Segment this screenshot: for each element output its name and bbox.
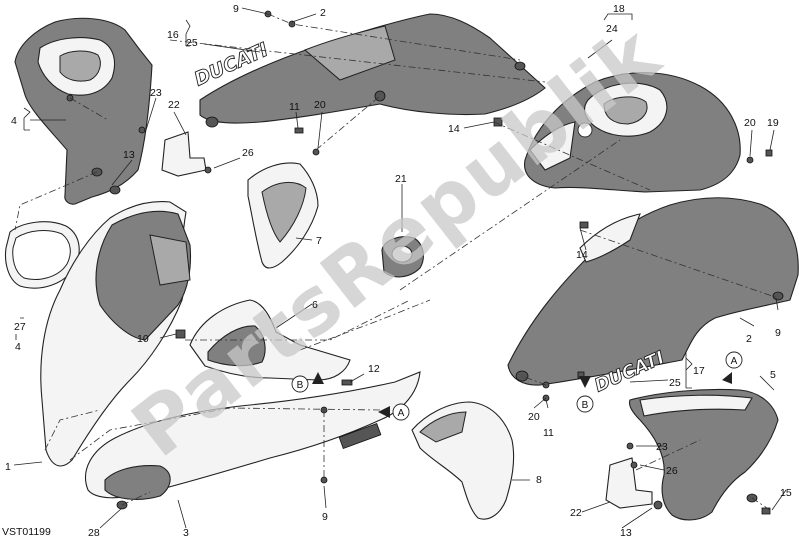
- callout-13: 13: [620, 527, 632, 539]
- callout-17: 17: [693, 365, 705, 377]
- marker-b-upper: B: [291, 372, 324, 393]
- callout-21: 21: [395, 173, 407, 185]
- callout-14: 14: [576, 249, 588, 261]
- side-cover-part-8: [411, 401, 515, 520]
- callout-22: 22: [570, 507, 582, 519]
- callout-11: 11: [543, 427, 554, 439]
- callout-7: 7: [316, 235, 322, 247]
- callout-14: 14: [448, 123, 460, 135]
- callout-26: 26: [242, 147, 254, 159]
- tank-side-panel-part-17: DUCATI: [507, 197, 799, 397]
- assembly-lines: [14, 13, 779, 511]
- tank-cover-part-18: [524, 72, 741, 193]
- callout-9: 9: [233, 3, 239, 15]
- callout-20: 20: [528, 411, 540, 423]
- callout-19: 19: [767, 117, 779, 129]
- svg-text:B: B: [297, 380, 304, 391]
- callout-8: 8: [536, 474, 542, 486]
- callout-26: 26: [666, 465, 678, 477]
- callout-25: 25: [186, 37, 198, 49]
- svg-text:B: B: [582, 400, 589, 411]
- callout-23: 23: [150, 87, 162, 99]
- callout-6: 6: [312, 299, 318, 311]
- nose-fairing-part-3: [84, 371, 421, 510]
- instrument-cover-part-4: [14, 17, 153, 205]
- callout-13: 13: [123, 149, 135, 161]
- callout-9: 9: [775, 327, 781, 339]
- callout-4: 4: [15, 341, 21, 353]
- diagram-code: VST01199: [2, 526, 51, 538]
- callout-12: 12: [368, 363, 380, 375]
- callout-1: 1: [5, 461, 11, 473]
- callout-24: 24: [606, 23, 618, 35]
- side-cover-part-5: [628, 388, 779, 521]
- callout-20: 20: [314, 99, 326, 111]
- callout-5: 5: [770, 369, 776, 381]
- callout-23: 23: [656, 441, 668, 453]
- callout-2: 2: [746, 333, 752, 345]
- svg-text:A: A: [398, 408, 405, 419]
- callout-3: 3: [183, 527, 189, 539]
- callout-18: 18: [613, 3, 625, 15]
- callout-16: 16: [167, 29, 179, 41]
- callout-2: 2: [320, 7, 326, 19]
- callout-15: 15: [780, 487, 792, 499]
- callout-25: 25: [669, 377, 681, 389]
- callout-28: 28: [88, 527, 100, 539]
- callout-9: 9: [322, 511, 328, 523]
- callout-10: 10: [137, 333, 149, 345]
- marker-b-lower: B: [576, 376, 594, 413]
- grommet-part-21: [381, 236, 424, 278]
- callout-11: 11: [289, 101, 300, 113]
- gasket-part-27: [4, 221, 80, 289]
- marker-a-right: A: [722, 351, 743, 384]
- svg-text:A: A: [731, 356, 738, 367]
- side-panel-part-7: [247, 162, 319, 269]
- marker-a-upper: A: [378, 403, 410, 421]
- callout-27: 27: [14, 321, 26, 333]
- callout-4: 4: [11, 115, 17, 127]
- front-fairing-part-1: [40, 201, 192, 467]
- bracket-part-22-upper: [161, 131, 207, 177]
- leader-lines: [13, 7, 787, 529]
- callout-20: 20: [744, 117, 756, 129]
- callout-numbers: 1 2 2 3 4 4 5 6 7 8 9 9 9 10 11 11 12 13…: [5, 3, 792, 539]
- callout-22: 22: [168, 99, 180, 111]
